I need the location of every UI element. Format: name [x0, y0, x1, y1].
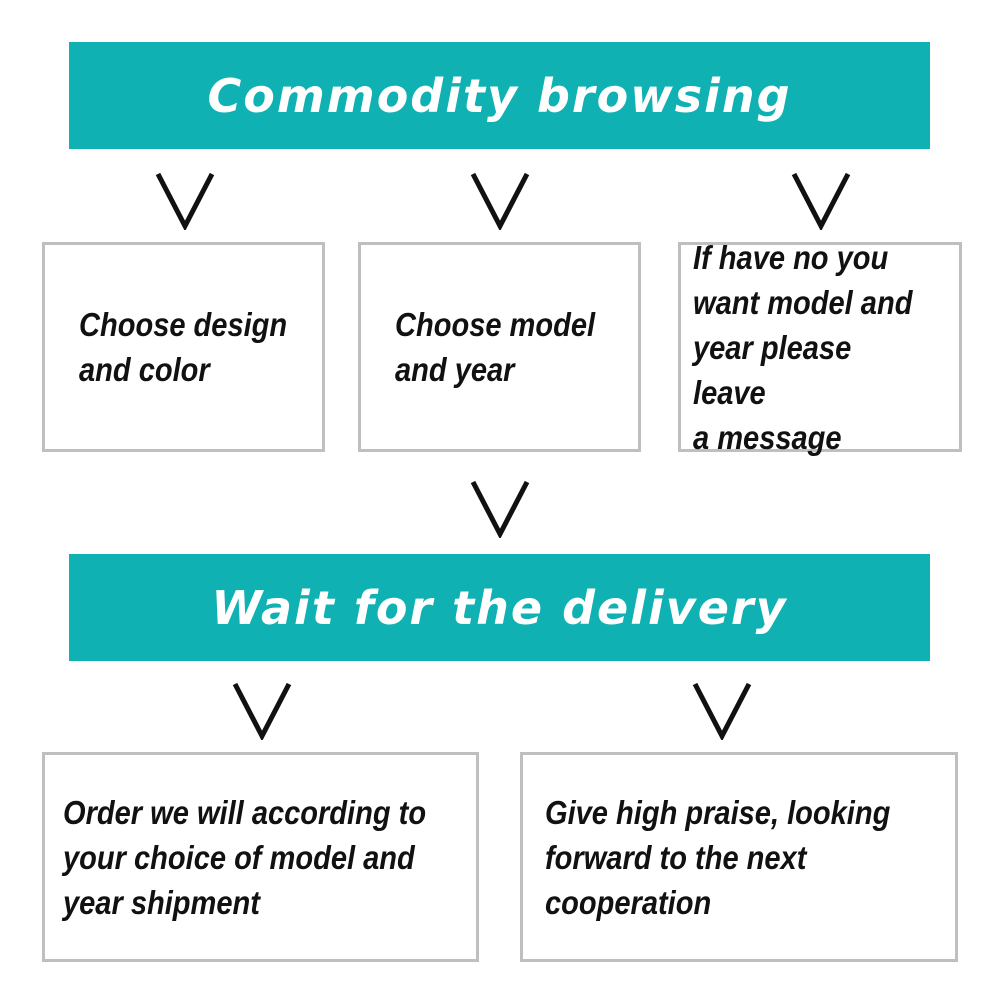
wait-delivery-label: Wait for the delivery — [211, 580, 788, 635]
down-chevron-icon — [155, 170, 215, 230]
choose-design-text: Choose design and color — [79, 306, 288, 388]
commodity-browsing-banner: Commodity browsing — [69, 42, 930, 149]
order-shipment-text: Order we will according to your choice o… — [63, 793, 427, 921]
high-praise-box: Give high praise, looking forward to the… — [520, 752, 958, 962]
leave-message-box: If have no you want model and year pleas… — [678, 239, 962, 456]
down-chevron-icon — [232, 680, 292, 740]
high-praise-text: Give high praise, looking forward to the… — [545, 793, 891, 921]
down-chevron-icon — [692, 680, 752, 740]
wait-delivery-banner: Wait for the delivery — [69, 554, 930, 661]
choose-design-box: Choose design and color — [42, 242, 325, 452]
choose-model-box: Choose model and year — [358, 242, 641, 452]
order-shipment-box: Order we will according to your choice o… — [42, 752, 479, 962]
leave-message-text: If have no you want model and year pleas… — [693, 238, 913, 456]
commodity-browsing-label: Commodity browsing — [207, 68, 792, 123]
down-chevron-icon — [470, 478, 530, 538]
down-chevron-icon — [791, 170, 851, 230]
choose-model-text: Choose model and year — [395, 306, 596, 388]
down-chevron-icon — [470, 170, 530, 230]
